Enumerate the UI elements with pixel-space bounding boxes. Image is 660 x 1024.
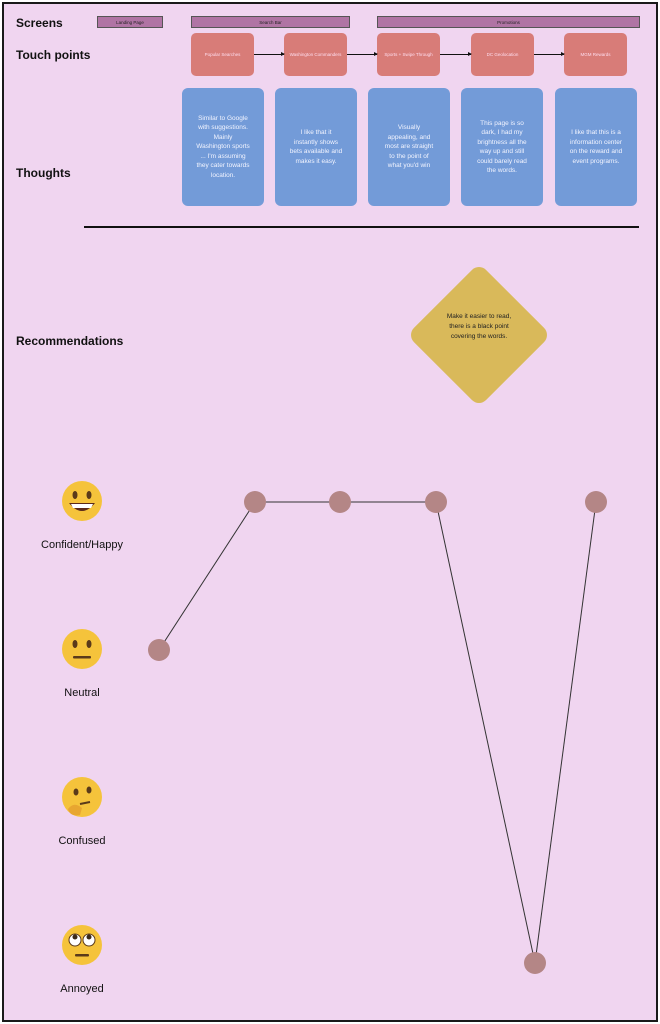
- thinking-emoji-icon: [62, 777, 102, 817]
- row-label-touch-points: Touch points: [16, 48, 91, 62]
- connector-arrow: [534, 52, 565, 56]
- screen-search-bar: Search Bar: [191, 16, 350, 28]
- touch-point: MGM Rewards: [564, 33, 627, 76]
- row-label-recommendations: Recommendations: [16, 334, 124, 348]
- journey-segment: [435, 501, 536, 964]
- thought-card: Similar to Google with suggestions. Main…: [182, 88, 264, 206]
- connector-arrow: [347, 52, 378, 56]
- section-divider: [84, 226, 639, 228]
- emotion-journey-line: [148, 491, 607, 974]
- connector-arrow: [254, 52, 285, 56]
- screen-landing-page: Landing Page: [97, 16, 163, 28]
- journey-point: [244, 491, 266, 513]
- connector-arrow: [440, 52, 472, 56]
- emotion-label: Annoyed: [60, 983, 104, 995]
- screen-promotions: Promotions: [377, 16, 640, 28]
- journey-point: [329, 491, 351, 513]
- touch-point: Sports + Swipe Through: [377, 33, 440, 76]
- eye-roll-emoji-icon: [62, 925, 102, 965]
- journey-segment: [534, 501, 597, 964]
- neutral-emoji-icon: [62, 629, 102, 669]
- journey-point: [425, 491, 447, 513]
- emotion-label: Confident/Happy: [41, 539, 123, 551]
- touch-point: Washington Commanders: [284, 33, 347, 76]
- touch-point: Popular Searches: [191, 33, 254, 76]
- recommendation-text: Make it easier to read, there is a black…: [446, 313, 512, 340]
- thought-card: I like that this is a information center…: [555, 88, 637, 206]
- emotion-label: Confused: [58, 835, 106, 847]
- journey-segment: [158, 501, 256, 651]
- thought-card: I like that it instantly shows bets avai…: [275, 88, 357, 206]
- happy-emoji-icon: [62, 481, 102, 521]
- row-label-thoughts: Thoughts: [16, 166, 71, 180]
- emotion-label: Neutral: [64, 687, 100, 699]
- journey-point: [585, 491, 607, 513]
- row-label-screens: Screens: [16, 16, 63, 30]
- thought-card: Visually appealing, and most are straigh…: [368, 88, 450, 206]
- thought-card: This page is so dark, I had my brightnes…: [461, 88, 543, 206]
- touch-point: DC Geolocation: [471, 33, 534, 76]
- journey-point: [524, 952, 546, 974]
- journey-point: [148, 639, 170, 661]
